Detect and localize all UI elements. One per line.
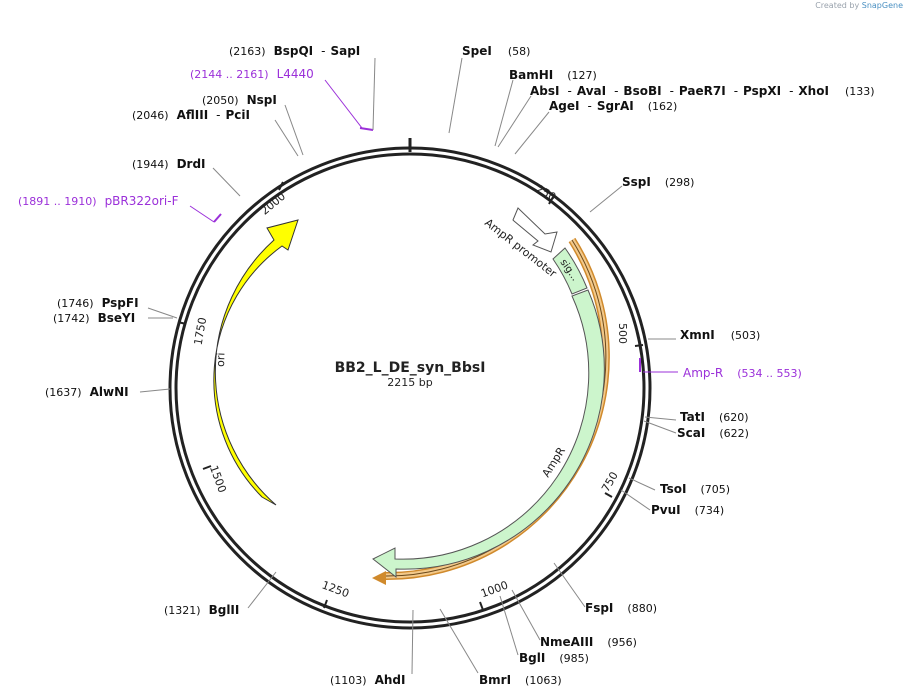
signal-sequence-feature[interactable] [552,247,588,295]
site-leaders [139,57,677,675]
tick-marks [177,181,644,611]
site-ahdi[interactable]: (1103)AhdI [330,673,405,687]
site-bamhi[interactable]: BamHI(127) [509,68,597,82]
tick-label: 1000 [479,579,510,601]
site-scai[interactable]: ScaI(622) [677,426,749,440]
tick-label: 500 [616,323,629,344]
site-pvui[interactable]: PvuI(734) [651,503,724,517]
plasmid-name: BB2_L_DE_syn_BbsI [335,360,486,376]
site-nmeaiii[interactable]: NmeAIII(956) [540,635,637,649]
primer-leaders [189,79,678,373]
primer-labels: (2144 .. 2161)L4440 (1891 .. 1910)pBR322… [18,67,802,380]
site-tati[interactable]: TatI(620) [680,410,749,424]
site-drdi[interactable]: (1944)DrdI [132,157,206,171]
site-pspfi[interactable]: (1746)PspFI [57,296,139,310]
tick-label: 750 [599,470,621,495]
site-fspi[interactable]: FspI(880) [585,601,657,615]
snapgene-brand: Created by SnapGene [815,1,903,10]
primer-pbr322ori-f[interactable]: (1891 .. 1910)pBR322ori-F [18,194,179,208]
tick-label: 250 [533,182,558,204]
site-bgli[interactable]: BglI(985) [519,651,589,665]
site-bmri[interactable]: BmrI(1063) [479,673,562,687]
site-agei-sgrai[interactable]: AgeI-SgrAI(162) [549,99,677,113]
site-bglii[interactable]: (1321)BglII [164,603,239,617]
site-labels: (2163)BspQI-SapI SpeI(58) BamHI(127) Abs… [45,44,875,687]
primer-l4440[interactable]: (2144 .. 2161)L4440 [190,67,314,81]
tick-label: 2000 [258,190,288,218]
tick-label: 1250 [320,579,351,601]
primer-marks [213,127,641,372]
site-bspqi-sapi[interactable]: (2163)BspQI-SapI [229,44,360,58]
site-xmni[interactable]: XmnI(503) [680,328,760,342]
site-bseyi[interactable]: (1742)BseYI [53,311,135,325]
primer-amp-r[interactable]: Amp-R(534 .. 553) [683,366,802,380]
ori-label: ori [214,352,227,367]
site-afliii-pcii[interactable]: (2046)AflIII-PciI [132,108,250,122]
tick-labels: 250 500 750 1000 1250 1500 1750 2000 [192,182,629,600]
tick-label: 1500 [207,464,229,495]
site-spei[interactable]: SpeI(58) [462,44,530,58]
site-alwni[interactable]: (1637)AlwNI [45,385,129,399]
ampr-promoter-feature[interactable] [512,207,558,253]
snapgene-logo-text: SnapGene [861,1,903,10]
ampr-feature[interactable] [372,289,605,579]
ori-feature[interactable] [213,219,299,506]
site-tsoi[interactable]: TsoI(705) [660,482,730,496]
backbone-inner [174,152,646,624]
plasmid-size: 2215 bp [387,376,432,389]
created-by-text: Created by [815,1,860,10]
site-sspi[interactable]: SspI(298) [622,175,694,189]
site-absi-group[interactable]: AbsI-AvaI-BsoBI-PaeR7I-PspXI-XhoI(133) [530,84,875,98]
tick-label: 1750 [192,316,210,346]
site-nspi[interactable]: (2050)NspI [202,93,277,107]
ampr-orf-arrowhead [372,571,386,585]
